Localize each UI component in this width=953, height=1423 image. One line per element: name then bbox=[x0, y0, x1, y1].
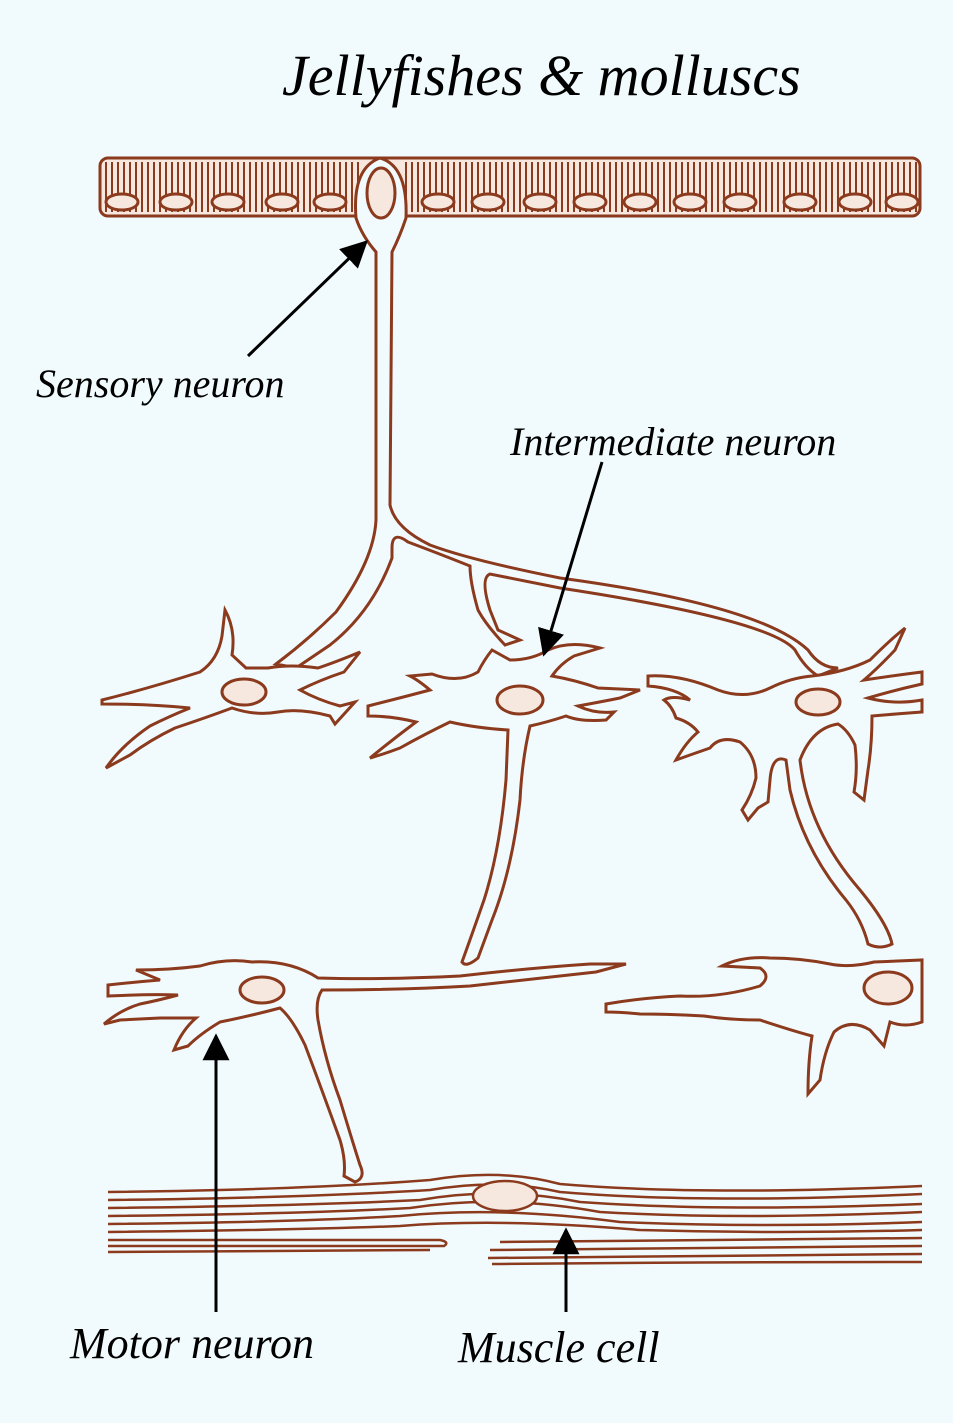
muscle-fibres bbox=[108, 1175, 922, 1264]
arrow-intermediate bbox=[544, 462, 602, 654]
intermediate-neuron-middle bbox=[368, 644, 640, 964]
label-muscle-cell: Muscle cell bbox=[458, 1322, 660, 1373]
intermediate-neuron-right bbox=[648, 628, 922, 947]
epithelium bbox=[100, 158, 920, 216]
arrow-sensory bbox=[248, 242, 366, 356]
label-motor-neuron: Motor neuron bbox=[70, 1318, 314, 1369]
label-intermediate-neuron: Intermediate neuron bbox=[510, 418, 836, 465]
diagram-title: Jellyfishes & molluscs bbox=[282, 42, 801, 109]
sensory-neuron bbox=[276, 158, 838, 676]
motor-neuron-right bbox=[606, 958, 922, 1094]
label-sensory-neuron: Sensory neuron bbox=[36, 360, 284, 407]
motor-neuron-left bbox=[104, 961, 626, 1182]
